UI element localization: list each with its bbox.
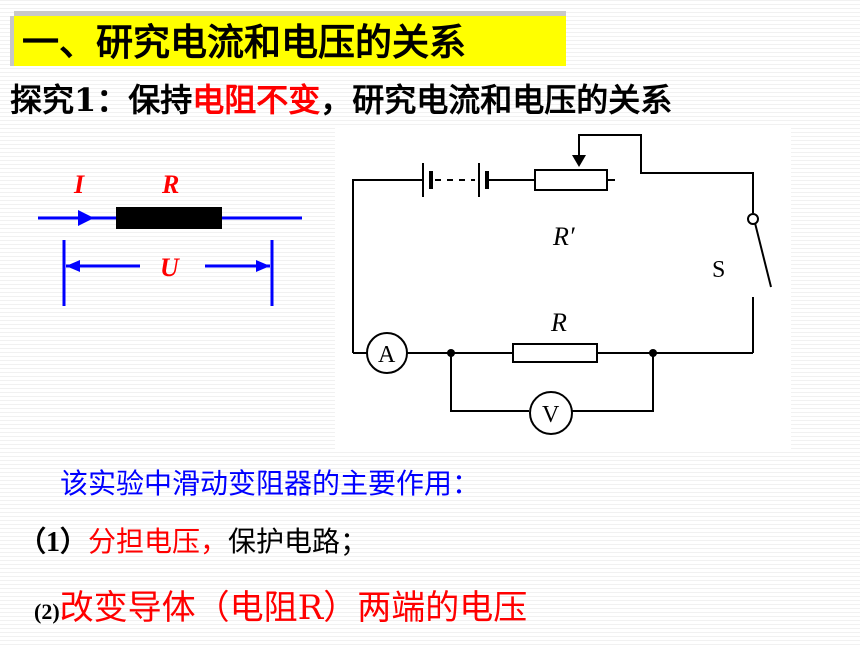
slide-title: 一、研究电流和电压的关系 [22, 20, 466, 64]
item-number: (2) [34, 599, 60, 624]
circuit-diagram: R′ S R A V [335, 125, 791, 450]
item-text: 保护电路； [228, 525, 369, 558]
current-label: I [73, 170, 85, 199]
ammeter-label: A [378, 342, 396, 368]
slider-arrow-icon [572, 155, 586, 167]
current-arrow-icon [78, 210, 94, 226]
list-item: （1）分担电压，保护电路； [18, 524, 368, 561]
item-number: （1） [18, 527, 89, 558]
voltmeter [529, 391, 573, 435]
subtitle-prefix: 探究1：保持 [10, 81, 193, 119]
rheostat-label: R′ [552, 222, 575, 251]
title-highlight-box [14, 16, 566, 66]
item-highlight: 改变导体（电阻R）两端的电压 [59, 588, 528, 628]
resistor-label: R [161, 170, 179, 199]
resistor-circuit-label: R [550, 308, 567, 337]
subtitle-highlight: 电阻不变 [192, 81, 321, 119]
item-highlight: 分担电压， [88, 525, 229, 558]
wire-left [352, 179, 423, 353]
voltmeter-wire-right [572, 353, 654, 412]
voltage-right-arrow-icon [256, 260, 270, 272]
voltmeter-label: V [542, 402, 560, 428]
junction-right [649, 349, 657, 357]
slide-subtitle: 探究1：保持电阻不变，研究电流和电压的关系 [10, 80, 672, 120]
voltage-left-arrow-icon [66, 260, 80, 272]
switch-blade [754, 222, 772, 288]
list-item: (2)改变导体（电阻R）两端的电压 [34, 586, 527, 636]
voltmeter-wire-left [450, 353, 529, 412]
switch-pivot [747, 213, 759, 225]
purpose-heading: 该实验中滑动变阻器的主要作用： [60, 467, 481, 500]
junction-left [447, 349, 455, 357]
resistor-symbol-diagram: I R U [38, 170, 302, 306]
subtitle-suffix: ，研究电流和电压的关系 [320, 81, 673, 119]
slider-wire [578, 134, 754, 213]
switch-label: S [712, 257, 725, 283]
voltage-label: U [160, 253, 180, 282]
resistor-block [116, 207, 222, 229]
